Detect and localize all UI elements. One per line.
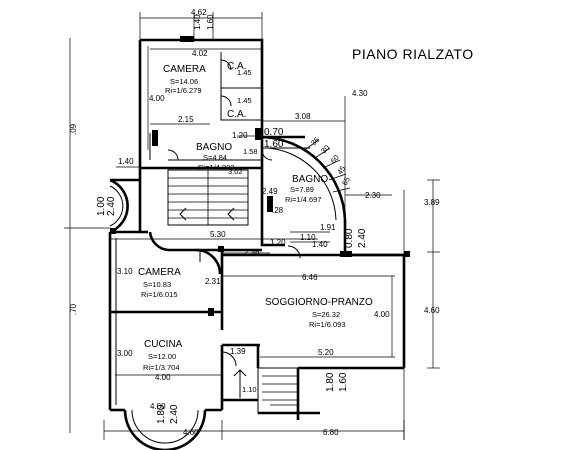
dim-text: 1.20 — [232, 131, 248, 140]
room-camera-left: CAMERA S=10.83 Ri=1/6.015 — [138, 267, 181, 299]
dim-text: 4.00 — [149, 94, 165, 103]
dim-text: 65 — [340, 175, 352, 187]
dim-text: 4.02 — [192, 49, 208, 58]
dim-text: 1.40 — [193, 14, 202, 30]
dim-text: 5.20 — [318, 348, 334, 357]
dim-text: 2.49 — [262, 187, 278, 196]
dim-text: 1.45 — [237, 96, 252, 105]
room-cucina: CUCINA S=12.00 Ri=1/3.704 — [143, 339, 183, 372]
dim-text: 1.60 — [206, 14, 215, 30]
dim-text: .09 — [69, 123, 78, 135]
dim-text: 3.89 — [424, 198, 440, 207]
dim-text: 1.45 — [237, 68, 252, 77]
dim-text: 3.10 — [117, 267, 133, 276]
room-name: CAMERA — [138, 267, 181, 278]
dim-text: 6.80 — [323, 428, 339, 437]
ca-label-top: C.A. — [227, 61, 246, 72]
dim-text: 4.60 — [183, 428, 199, 437]
dim-text: 4.62 — [191, 8, 207, 17]
dim-text: 4.00 — [374, 310, 390, 319]
room-area: S=14.06 — [170, 77, 198, 86]
dim-text: .28 — [272, 206, 284, 215]
dim-text: 60 — [329, 153, 341, 165]
dim-text: 1.39 — [230, 347, 246, 356]
plan-title: PIANO RIALZATO — [352, 46, 474, 62]
dim-text: 4.30 — [352, 89, 368, 98]
room-soggiorno: SOGGIORNO-PRANZO S=26.32 Ri=1/6.093 — [265, 297, 373, 329]
dim-text: 3.08 — [295, 112, 311, 121]
dim-text: 1.40 — [118, 157, 134, 166]
dim-text: 1.60 — [338, 372, 349, 392]
dim-text: 5.30 — [210, 230, 226, 239]
dimension-labels: 4.62 1.40 1.60 4.02 4.00 1.45 1.45 2.15 … — [69, 8, 440, 437]
dim-text: 1.91 — [320, 223, 336, 232]
dim-text: 3.00 — [117, 349, 133, 358]
dim-text: 4.60 — [424, 306, 440, 315]
room-ratio: Ri=1/6.015 — [141, 290, 178, 299]
room-ratio: Ri=1/3.704 — [143, 363, 180, 372]
room-name: CUCINA — [144, 339, 183, 350]
dim-text: 0.80 — [344, 228, 355, 248]
dim-text: .70 — [69, 303, 78, 315]
room-area: S=26.32 — [312, 310, 340, 319]
room-bagno-2: BAGNO S=7.89 Ri=1/4.697 — [285, 174, 328, 204]
room-camera-top: CAMERA S=14.06 Ri=1/6.279 — [163, 64, 206, 95]
room-name: BAGNO — [196, 142, 232, 153]
dim-text: 1.20 — [270, 238, 286, 247]
dim-text: 45 — [335, 164, 347, 176]
dim-text: 2.30 — [365, 191, 381, 200]
dim-text: 4.00 — [150, 402, 166, 411]
dim-text: 2.15 — [178, 115, 194, 124]
dim-text: 1.10 — [300, 233, 316, 242]
room-ratio: Ri=1/4.697 — [285, 195, 322, 204]
room-ratio: Ri=1/6.279 — [165, 86, 202, 95]
stair-arrows — [179, 207, 247, 398]
room-area: S=7.89 — [290, 185, 314, 194]
dim-text: 1.40 — [312, 240, 328, 249]
stair-treads — [168, 139, 351, 406]
dim-text: 2.40 — [106, 196, 117, 216]
room-name: CAMERA — [163, 64, 206, 75]
room-ratio: Ri=1/4.322 — [198, 163, 235, 172]
dim-text: 1.00 — [96, 196, 107, 216]
dim-text: 0.70 — [264, 127, 284, 138]
room-area: S=4.84 — [203, 153, 227, 162]
dim-text: 1.60 — [264, 139, 284, 150]
dim-text: 2.40 — [357, 228, 368, 248]
room-name: BAGNO — [292, 174, 328, 185]
ca-label-bottom: C.A. — [227, 109, 246, 120]
dim-text: 4.00 — [155, 373, 171, 382]
dim-text: 1.10 — [242, 385, 257, 394]
dim-text: 1.80 — [325, 372, 336, 392]
dim-text: 30 — [319, 143, 331, 155]
dim-text: 6.46 — [302, 273, 318, 282]
doors — [167, 59, 301, 367]
dim-text: 2.31 — [205, 277, 221, 286]
room-ratio: Ri=1/6.093 — [309, 320, 346, 329]
dim-text: 2.40 — [169, 404, 180, 424]
room-area: S=10.83 — [143, 280, 171, 289]
pillars — [110, 36, 410, 316]
walls — [108, 38, 406, 450]
dim-text: 2.36 — [244, 248, 260, 257]
room-area: S=12.00 — [148, 352, 176, 361]
room-name: SOGGIORNO-PRANZO — [265, 297, 373, 308]
dim-text: 1.58 — [243, 147, 258, 156]
room-bagno-1: BAGNO S=4.84 Ri=1/4.322 — [196, 142, 235, 172]
dim-text: 1.80 — [156, 404, 167, 424]
dim-text: 3.02 — [228, 167, 243, 176]
